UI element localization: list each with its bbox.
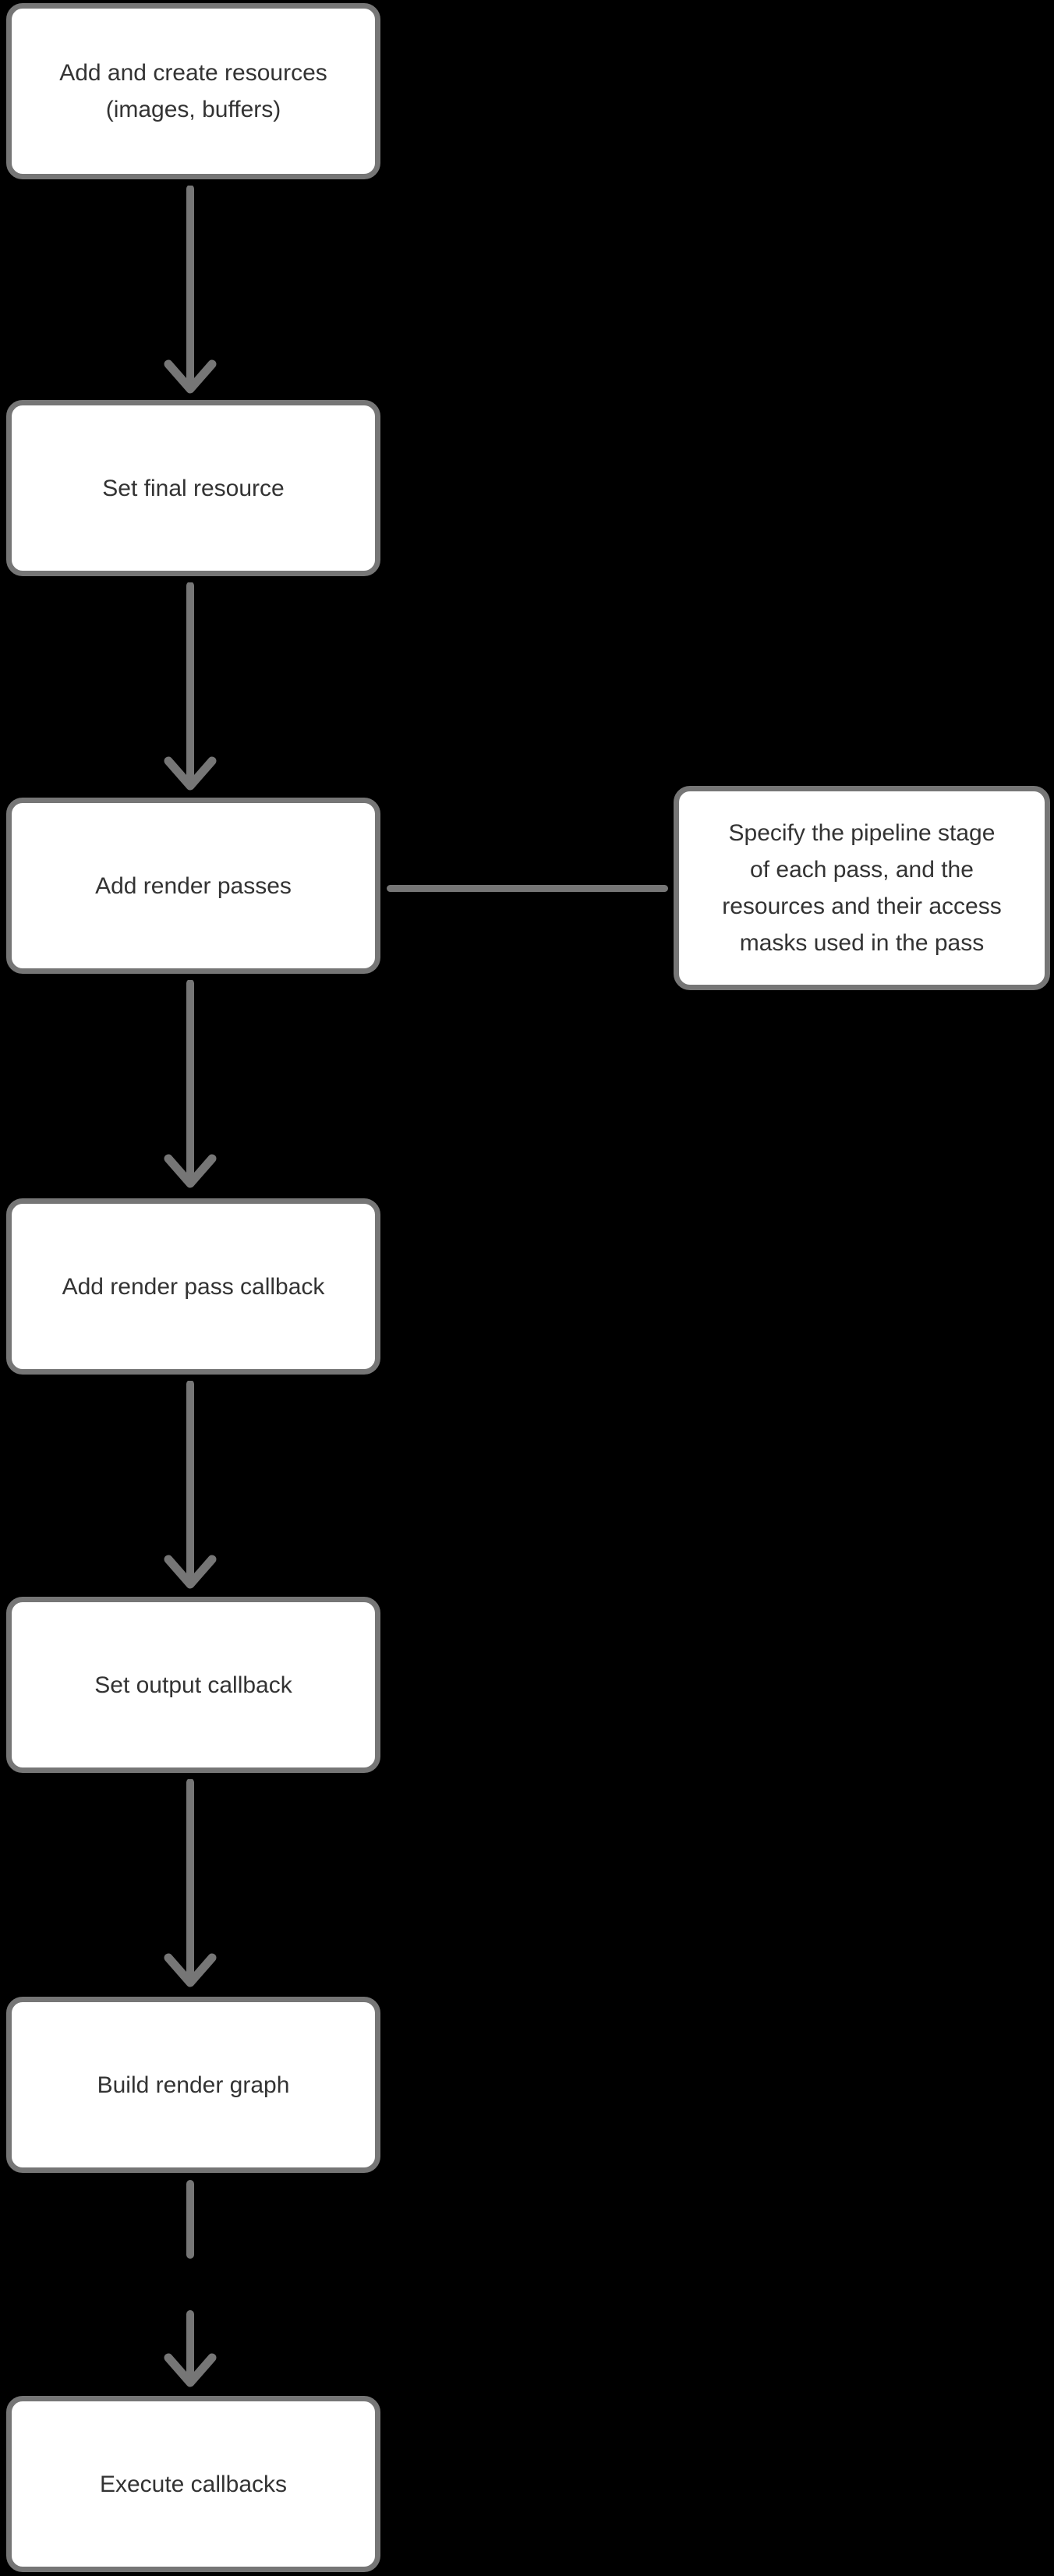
arrow-render-passes-to-pass-callback bbox=[164, 980, 217, 1188]
note-label: Specify the pipeline stage of each pass,… bbox=[722, 820, 1002, 956]
node-label: Set final resource bbox=[102, 475, 285, 501]
node-label: Add and create resources (images, buffer… bbox=[59, 60, 327, 122]
node-label: Build render graph bbox=[97, 2072, 290, 2098]
note-pass-details: Specify the pipeline stage of each pass,… bbox=[674, 786, 1050, 990]
arrow-final-resource-to-render-passes bbox=[164, 582, 217, 791]
node-label: Add render passes bbox=[95, 872, 292, 899]
node-add-render-pass-callback: Add render pass callback bbox=[6, 1198, 380, 1375]
node-set-final-resource: Set final resource bbox=[6, 400, 380, 576]
node-build-render-graph: Build render graph bbox=[6, 1997, 380, 2173]
node-execute-callbacks: Execute callbacks bbox=[6, 2396, 380, 2572]
arrow-pass-callback-to-output-callback bbox=[164, 1381, 217, 1589]
node-label: Add render pass callback bbox=[62, 1273, 325, 1300]
connector-render-passes-to-note bbox=[387, 885, 668, 892]
node-label: Execute callbacks bbox=[99, 2471, 288, 2497]
node-label: Set output callback bbox=[94, 1672, 292, 1698]
arrow-output-callback-to-build-graph bbox=[164, 1779, 217, 1987]
node-add-render-passes: Add render passes bbox=[6, 798, 380, 974]
node-add-create-resources: Add and create resources (images, buffer… bbox=[6, 3, 380, 179]
arrow-resources-to-final-resource bbox=[164, 186, 217, 394]
arrow-build-graph-to-execute-callbacks-dashed bbox=[164, 2180, 217, 2387]
node-set-output-callback: Set output callback bbox=[6, 1597, 380, 1773]
